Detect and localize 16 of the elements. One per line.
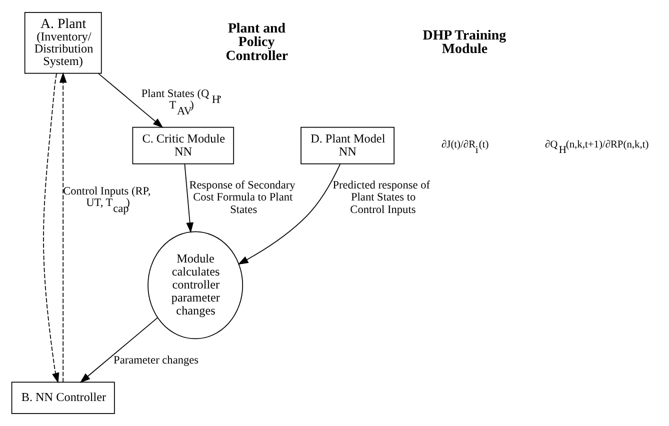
arrow [184, 163, 194, 233]
label: DHP Training Module [422, 28, 506, 58]
node-box: A. Plant (Inventory/ Distribution System) [24, 12, 102, 74]
node-ellipse: Module calculates controller parameter changes [148, 231, 244, 340]
arrow [59, 72, 67, 383]
edge-label: Predicted response of Plant States to Control Inputs [332, 180, 430, 216]
arrow [80, 317, 158, 383]
arrow [43, 73, 60, 384]
label: Plant and Policy Controller [226, 21, 288, 64]
node-box: C. Critic Module NN [132, 126, 234, 164]
node-box: D. Plant Model NN [300, 126, 395, 164]
node-box: B. NN Controller [11, 382, 115, 414]
edge-label: Parameter changes [114, 354, 199, 366]
arrow [238, 164, 341, 265]
arrow [98, 73, 164, 128]
edge-label: Response of Secondary Cost Formula to Plant States [189, 180, 296, 216]
